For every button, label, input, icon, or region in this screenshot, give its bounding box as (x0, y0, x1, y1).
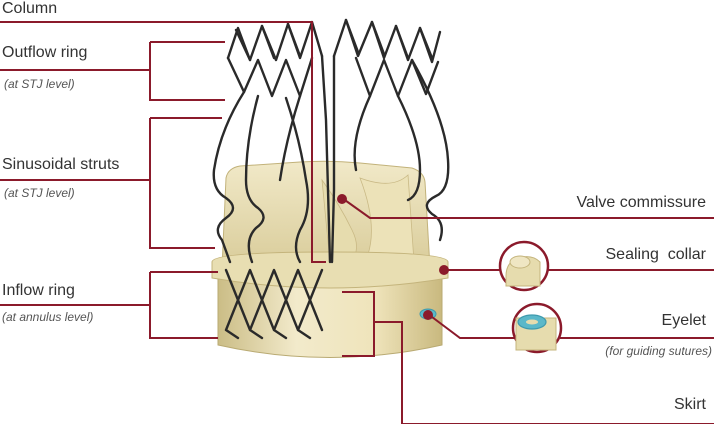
label-eyelet-sub: (for guiding sutures) (605, 344, 712, 358)
callout-sealing-collar (500, 242, 548, 290)
dot-sealing-collar (439, 265, 449, 275)
dot-eyelet (423, 310, 433, 320)
label-eyelet: Eyelet (662, 312, 706, 330)
callout-eyelet (513, 304, 561, 352)
leader-sinusoidal-struts (0, 118, 222, 248)
label-sinusoidal-struts-sub: (at STJ level) (4, 186, 75, 200)
label-sealing-collar: Sealing collar (606, 246, 707, 264)
label-valve-commissure: Valve commissure (576, 194, 706, 212)
dot-valve-commissure (337, 194, 347, 204)
label-sinusoidal-struts: Sinusoidal struts (2, 156, 119, 174)
label-outflow-ring-sub: (at STJ level) (4, 77, 75, 91)
label-column: Column (2, 0, 57, 18)
label-inflow-ring: Inflow ring (2, 282, 75, 300)
label-outflow-ring: Outflow ring (2, 44, 87, 62)
label-inflow-ring-sub: (at annulus level) (2, 310, 93, 324)
label-skirt: Skirt (674, 396, 706, 414)
